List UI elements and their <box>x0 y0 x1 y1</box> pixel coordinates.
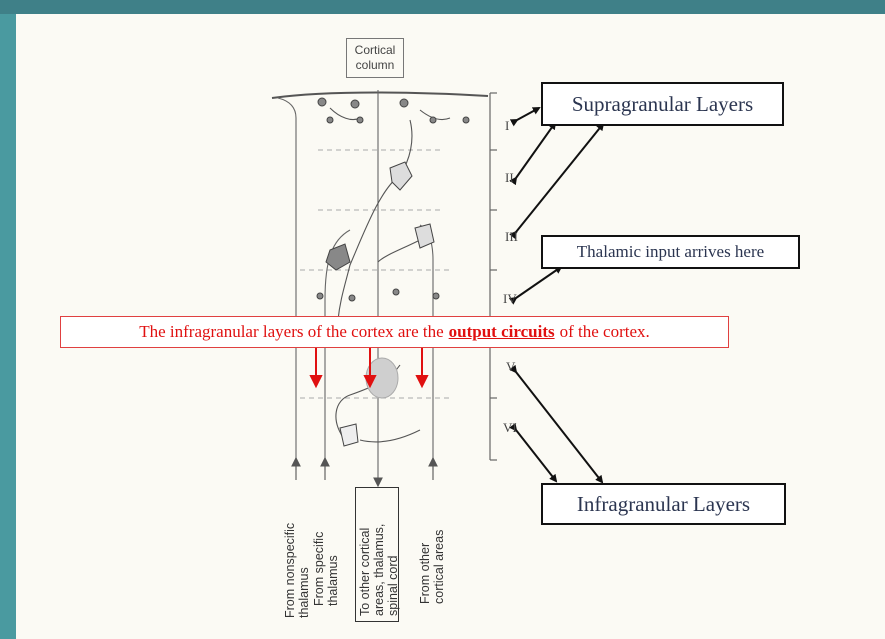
layer-label-v: V <box>506 359 516 374</box>
label-nonspecific-thalamus: From nonspecific thalamus <box>283 523 311 618</box>
supragranular-label: Supragranular Layers <box>571 91 754 116</box>
fiber-arrows <box>291 456 438 488</box>
note-text-after: of the cortex. <box>559 322 650 341</box>
nonspecific-line-2: thalamus <box>297 567 311 618</box>
layer-scale <box>489 92 497 461</box>
destination-line-1: To other cortical <box>358 527 372 616</box>
specific-line-1: From specific <box>312 531 326 606</box>
column-label-line-1: Cortical <box>354 43 396 57</box>
column-label-line-2: column <box>355 58 395 72</box>
output-circuits-note: The infragranular layers of the cortex a… <box>60 316 729 348</box>
callout-arrows <box>508 107 605 484</box>
layer-label-iv: IV <box>503 291 517 306</box>
destination-label-box <box>355 487 399 622</box>
label-specific-thalamus: From specific thalamus <box>312 532 340 606</box>
note-emphasis: output circuits <box>448 322 555 341</box>
cortical-column-label: Cortical column <box>346 38 404 78</box>
other-line-1: From other <box>418 542 432 604</box>
top-bar <box>0 0 885 14</box>
pial-surface <box>271 91 489 99</box>
label-other-cortical-areas: From other cortical areas <box>418 530 446 604</box>
infragranular-label: Infragranular Layers <box>576 491 751 516</box>
destination-line-2: areas, thalamus, <box>372 523 386 616</box>
layer-label-iii: III <box>505 229 518 244</box>
cell-bodies <box>316 97 470 447</box>
note-text-before: The infragranular layers of the cortex a… <box>139 322 444 341</box>
layer-label-ii: II <box>505 170 514 185</box>
layer-label-vi: VI <box>503 420 517 435</box>
specific-line-2: thalamus <box>326 555 340 606</box>
label-output-destinations: To other cortical areas, thalamus, spina… <box>358 524 400 616</box>
infragranular-callout: Infragranular Layers <box>541 483 786 525</box>
nonspecific-line-1: From nonspecific <box>283 522 297 618</box>
thalamic-callout: Thalamic input arrives here <box>541 235 800 269</box>
destination-line-3: spinal cord <box>386 555 400 616</box>
layer-boundaries <box>300 149 450 399</box>
layer-label-i: I <box>505 118 510 133</box>
thalamic-label: Thalamic input arrives here <box>576 242 765 261</box>
fiber-tracts <box>277 90 434 478</box>
supragranular-callout: Supragranular Layers <box>541 82 784 126</box>
output-arrows <box>309 347 429 389</box>
other-line-2: cortical areas <box>432 529 446 604</box>
